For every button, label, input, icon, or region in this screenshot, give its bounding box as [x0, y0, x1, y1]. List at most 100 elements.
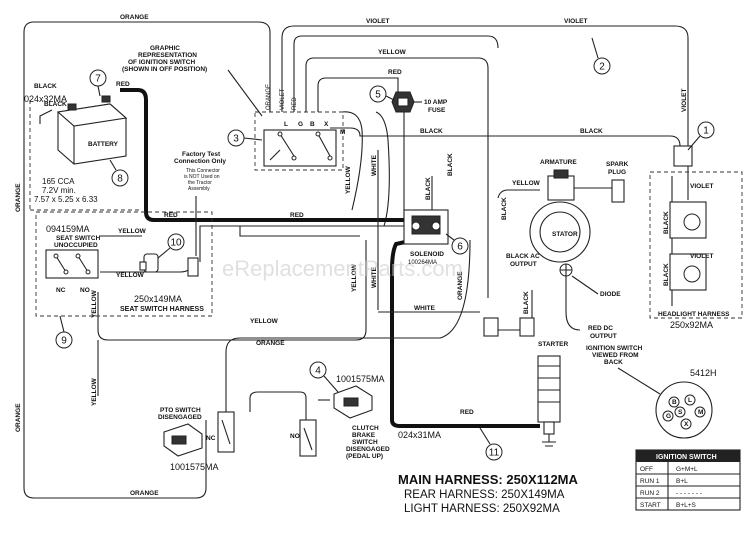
label-white-v: WHITE [371, 154, 378, 176]
wire-yellow-top [305, 57, 489, 298]
wire-yellow-arm [497, 189, 540, 199]
black-ac-output-2: OUTPUT [510, 261, 537, 268]
label-black-right: BLACK [580, 128, 603, 135]
label-orange-left: ORANGE [15, 183, 22, 212]
label-yellow-long: YELLOW [250, 318, 279, 325]
label-red-bottom: RED [460, 409, 474, 416]
graphic-rep-3: OF IGNITION SWITCH [128, 59, 195, 66]
factory-note-2: is NOT Used on [184, 174, 220, 180]
label-orange-top: ORANGE [120, 14, 149, 21]
pin-violet: VIOLET [280, 88, 286, 110]
pto-switch-label-2: DISENGAGED [158, 414, 202, 421]
label-black-ac2: BLACK [501, 197, 508, 220]
headlight-harness-label: HEADLIGHT HARNESS [658, 311, 730, 318]
svg-text:11: 11 [489, 448, 500, 459]
diode-label: DIODE [600, 291, 621, 298]
clutch-label-4: DISENGAGED [346, 446, 390, 453]
red-dc-output-1: RED DC [588, 325, 613, 332]
callout-9: 9 [55, 315, 73, 349]
solenoid [403, 209, 449, 245]
ign-row-off-val: G+M+L [676, 466, 698, 473]
seat-switch [45, 249, 99, 279]
factory-test-connector [187, 257, 199, 277]
callout-5: 5 [369, 85, 395, 103]
pin-red: RED [292, 97, 298, 110]
svg-text:4: 4 [315, 366, 321, 377]
wire-red-battery-cable [120, 88, 420, 222]
wire-red-mid2 [239, 226, 360, 237]
pto-code: 1001575MA [170, 462, 219, 472]
label-black-ign: BLACK [447, 153, 454, 176]
title-rear-harness: REAR HARNESS: 250X149MA [404, 489, 565, 501]
label-red-mid1: RED [164, 212, 178, 219]
label-white-v2: WHITE [371, 266, 378, 288]
label-red-mid2: RED [290, 212, 304, 219]
wire-red-dc [565, 276, 581, 331]
main-harness-outline [29, 100, 140, 211]
ign-row-run1-val: B+L [676, 478, 688, 485]
ign-row-start-val: B+L+S [676, 502, 697, 509]
svg-text:3: 3 [233, 134, 239, 145]
pin-m: M [340, 129, 345, 136]
label-yellow-v4: YELLOW [351, 263, 358, 292]
graphic-rep-2: REPRESENTATION [138, 52, 197, 59]
label-violet-top2: VIOLET [564, 18, 588, 25]
battery-voltage: 7.2V min. [42, 186, 76, 195]
clutch-label-3: SWITCH [352, 439, 378, 446]
svg-text:6: 6 [457, 242, 463, 253]
factory-note-4: Assembly [188, 186, 210, 192]
wire-red-starter-cable [390, 238, 540, 428]
callout-2: 2 [591, 37, 611, 75]
label-black-v: BLACK [425, 177, 432, 200]
ignition-key-view [655, 381, 713, 439]
graphic-rep-arrow [227, 69, 263, 117]
key-pin-m: M [698, 409, 703, 416]
ign-row-run2-val: - - - - - - - [676, 490, 702, 497]
seat-switch-label-1: SEAT SWITCH [56, 235, 101, 242]
red-dc-output-2: OUTPUT [590, 333, 617, 340]
graphic-rep-4: (SHOWN IN OFF POSITION) [122, 66, 207, 73]
label-black-top: BLACK [420, 128, 443, 135]
clutch-code: 1001575MA [336, 374, 385, 384]
ign-row-off: OFF [640, 466, 653, 473]
label-yellow-top: YELLOW [378, 49, 407, 56]
label-black-ac: BLACK [523, 291, 530, 314]
seat-switch-code: 094159MA [46, 224, 90, 234]
seat-nc: NC [56, 287, 66, 294]
label-black-lamp1: BLACK [663, 211, 670, 234]
wire-loop-2 [375, 111, 390, 227]
pto-switch-contacts [217, 411, 235, 453]
seat-switch-label-2: UNOCCUPIED [54, 242, 98, 249]
key-pin-s: S [678, 409, 683, 416]
label-orange-v: ORANGE [457, 271, 464, 300]
fuse [391, 91, 415, 113]
label-red-battery: RED [116, 81, 130, 88]
label-black-lamp2: BLACK [663, 263, 670, 286]
key-pin-g: G [666, 413, 671, 420]
seat-harness-box [35, 211, 213, 317]
stator-label: STATOR [552, 231, 578, 238]
spark-plug-2: PLUG [608, 169, 626, 176]
pin-orange: ORANGE [266, 84, 272, 110]
connector-ac [483, 317, 499, 337]
fuse-label-2: FUSE [428, 107, 446, 114]
battery-label: BATTERY [88, 141, 119, 148]
headlight-harness-box [649, 171, 743, 319]
label-black-batt: BLACK [34, 83, 57, 90]
ign-viewed-2: VIEWED FROM [592, 352, 639, 359]
callout-11: 11 [479, 427, 503, 461]
wire-red-mid [199, 225, 420, 262]
wire-orange-outer [23, 21, 271, 499]
spark-plug-1: SPARK [606, 161, 629, 168]
solenoid-label: SOLENOID [410, 251, 444, 258]
key-pin-l: L [688, 397, 692, 404]
callout-10: 10 [157, 233, 185, 259]
label-yellow-v1: YELLOW [91, 289, 98, 318]
factory-test-2: Connection Only [174, 158, 226, 165]
svg-text:7: 7 [95, 74, 101, 85]
label-violet-lamp2: VIOLET [690, 253, 714, 260]
clutch-no: NO [290, 433, 300, 440]
battery-dimensions: 7.57 x 5.25 x 6.33 [34, 195, 98, 204]
wire-orange-mid [225, 239, 471, 412]
ignition-table-header: IGNITION SWITCH [656, 454, 717, 461]
